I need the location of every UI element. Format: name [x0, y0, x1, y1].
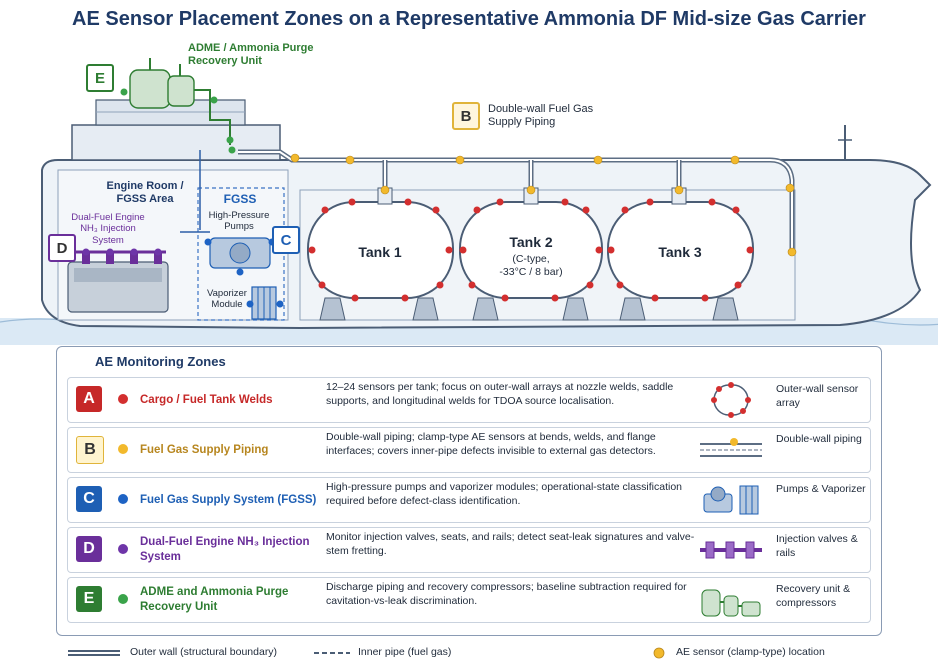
zone-desc-c: High-pressure pumps and vaporizer module…	[326, 481, 683, 507]
zone-desc-d: Monitor injection valves, seats, and rai…	[326, 531, 695, 557]
tanks	[307, 187, 754, 321]
double-wall-pipe-icon	[700, 438, 762, 457]
zones-panel: AE Monitoring Zones A Cargo / Fuel Tank …	[56, 346, 882, 636]
zone-dot-e	[118, 594, 128, 604]
tank3-label: Tank 3	[658, 244, 702, 260]
zone-letter-b: B	[76, 436, 104, 464]
zone-icon-label-d: Injection valves & rails	[776, 533, 858, 559]
sensors-a	[308, 198, 754, 302]
tank2-sub1: (C-type,	[512, 253, 550, 265]
sensors-e	[120, 88, 236, 154]
engine-label: Dual-Fuel Engine NH₃ Injection System	[71, 212, 145, 246]
fuel-gas-piping	[180, 149, 795, 250]
inner-pipe-legend-icon	[314, 652, 350, 654]
tank1-label: Tank 1	[358, 244, 402, 260]
tank2-sub2: -33°C / 8 bar)	[499, 266, 563, 278]
zone-desc-e: Discharge piping and recovery compressor…	[326, 581, 687, 607]
zone-name-d: Dual-Fuel Engine NH₃ Injection System	[140, 536, 310, 563]
fgss-label: FGSS	[223, 192, 257, 206]
piping-label: Double-wall Fuel Gas Supply Piping	[488, 103, 594, 129]
zone-name-e: ADME and Ammonia Purge Recovery Unit	[140, 586, 289, 613]
sensor-legend-icon	[653, 647, 665, 659]
zone-icon-label-c: Pumps & Vaporizer	[776, 483, 866, 495]
zone-icon-label-a: Outer-wall sensor array	[776, 383, 859, 409]
zone-name-c: Fuel Gas Supply System (FGSS)	[140, 493, 317, 506]
zone-row-a: A Cargo / Fuel Tank Welds 12–24 sensors …	[67, 377, 871, 423]
zone-badge-c: C	[272, 226, 300, 254]
recovery-unit-icon	[701, 589, 761, 617]
zone-badge-b: B	[452, 102, 480, 130]
adme-unit	[129, 58, 231, 145]
zone-dot-c	[118, 494, 128, 504]
outer-wall-legend-icon	[68, 650, 120, 656]
tank2-label: Tank 2	[509, 234, 553, 250]
legend-sensor: AE sensor (clamp-type) location	[676, 646, 825, 658]
zone-row-d: D Dual-Fuel Engine NH₃ Injection System …	[67, 527, 871, 573]
pump-vaporizer-icon	[703, 485, 759, 515]
sensors-d	[82, 248, 162, 256]
zone-badge-e: E	[86, 64, 114, 92]
ship-diagram	[0, 58, 938, 345]
engine	[67, 250, 169, 313]
zone-desc-b: Double-wall piping; clamp-type AE sensor…	[326, 431, 656, 457]
adme-label: ADME / Ammonia Purge Recovery Unit	[188, 42, 314, 68]
zone-name-b: Fuel Gas Supply Piping	[140, 443, 269, 456]
pumps	[209, 237, 277, 320]
page-title: AE Sensor Placement Zones on a Represent…	[72, 8, 866, 30]
zones-panel-title: AE Monitoring Zones	[95, 354, 226, 369]
zone-dot-b	[118, 444, 128, 454]
engine-room-label: Engine Room / FGSS Area	[106, 180, 184, 206]
legend-inner-pipe: Inner pipe (fuel gas)	[358, 646, 452, 658]
pumps-label: High-Pressure Pumps	[208, 210, 270, 233]
legend-outer-wall: Outer wall (structural boundary)	[130, 646, 278, 658]
zone-name-a: Cargo / Fuel Tank Welds	[140, 393, 273, 406]
zone-icon-label-e: Recovery unit & compressors	[776, 583, 851, 609]
zone-row-e: E ADME and Ammonia Purge Recovery Unit D…	[67, 577, 871, 623]
zone-badge-d: D	[48, 234, 76, 262]
injection-rail-icon	[700, 541, 762, 559]
zone-desc-a: 12–24 sensors per tank; focus on outer-w…	[326, 381, 674, 407]
outer-wall-array-icon	[711, 382, 751, 418]
zone-dot-d	[118, 544, 128, 554]
zone-letter-a: A	[76, 386, 102, 412]
vaporizer-label: Vaporizer Module	[207, 288, 247, 311]
sensors-b	[290, 153, 797, 257]
zone-letter-c: C	[76, 486, 102, 512]
zone-letter-d: D	[76, 536, 102, 562]
zone-row-b: B Fuel Gas Supply Piping Double-wall pip…	[67, 427, 871, 473]
zone-row-c: C Fuel Gas Supply System (FGSS) High-pre…	[67, 477, 871, 523]
zone-dot-a	[118, 394, 128, 404]
zone-icon-label-b: Double-wall piping	[776, 433, 862, 445]
zone-letter-e: E	[76, 586, 102, 612]
